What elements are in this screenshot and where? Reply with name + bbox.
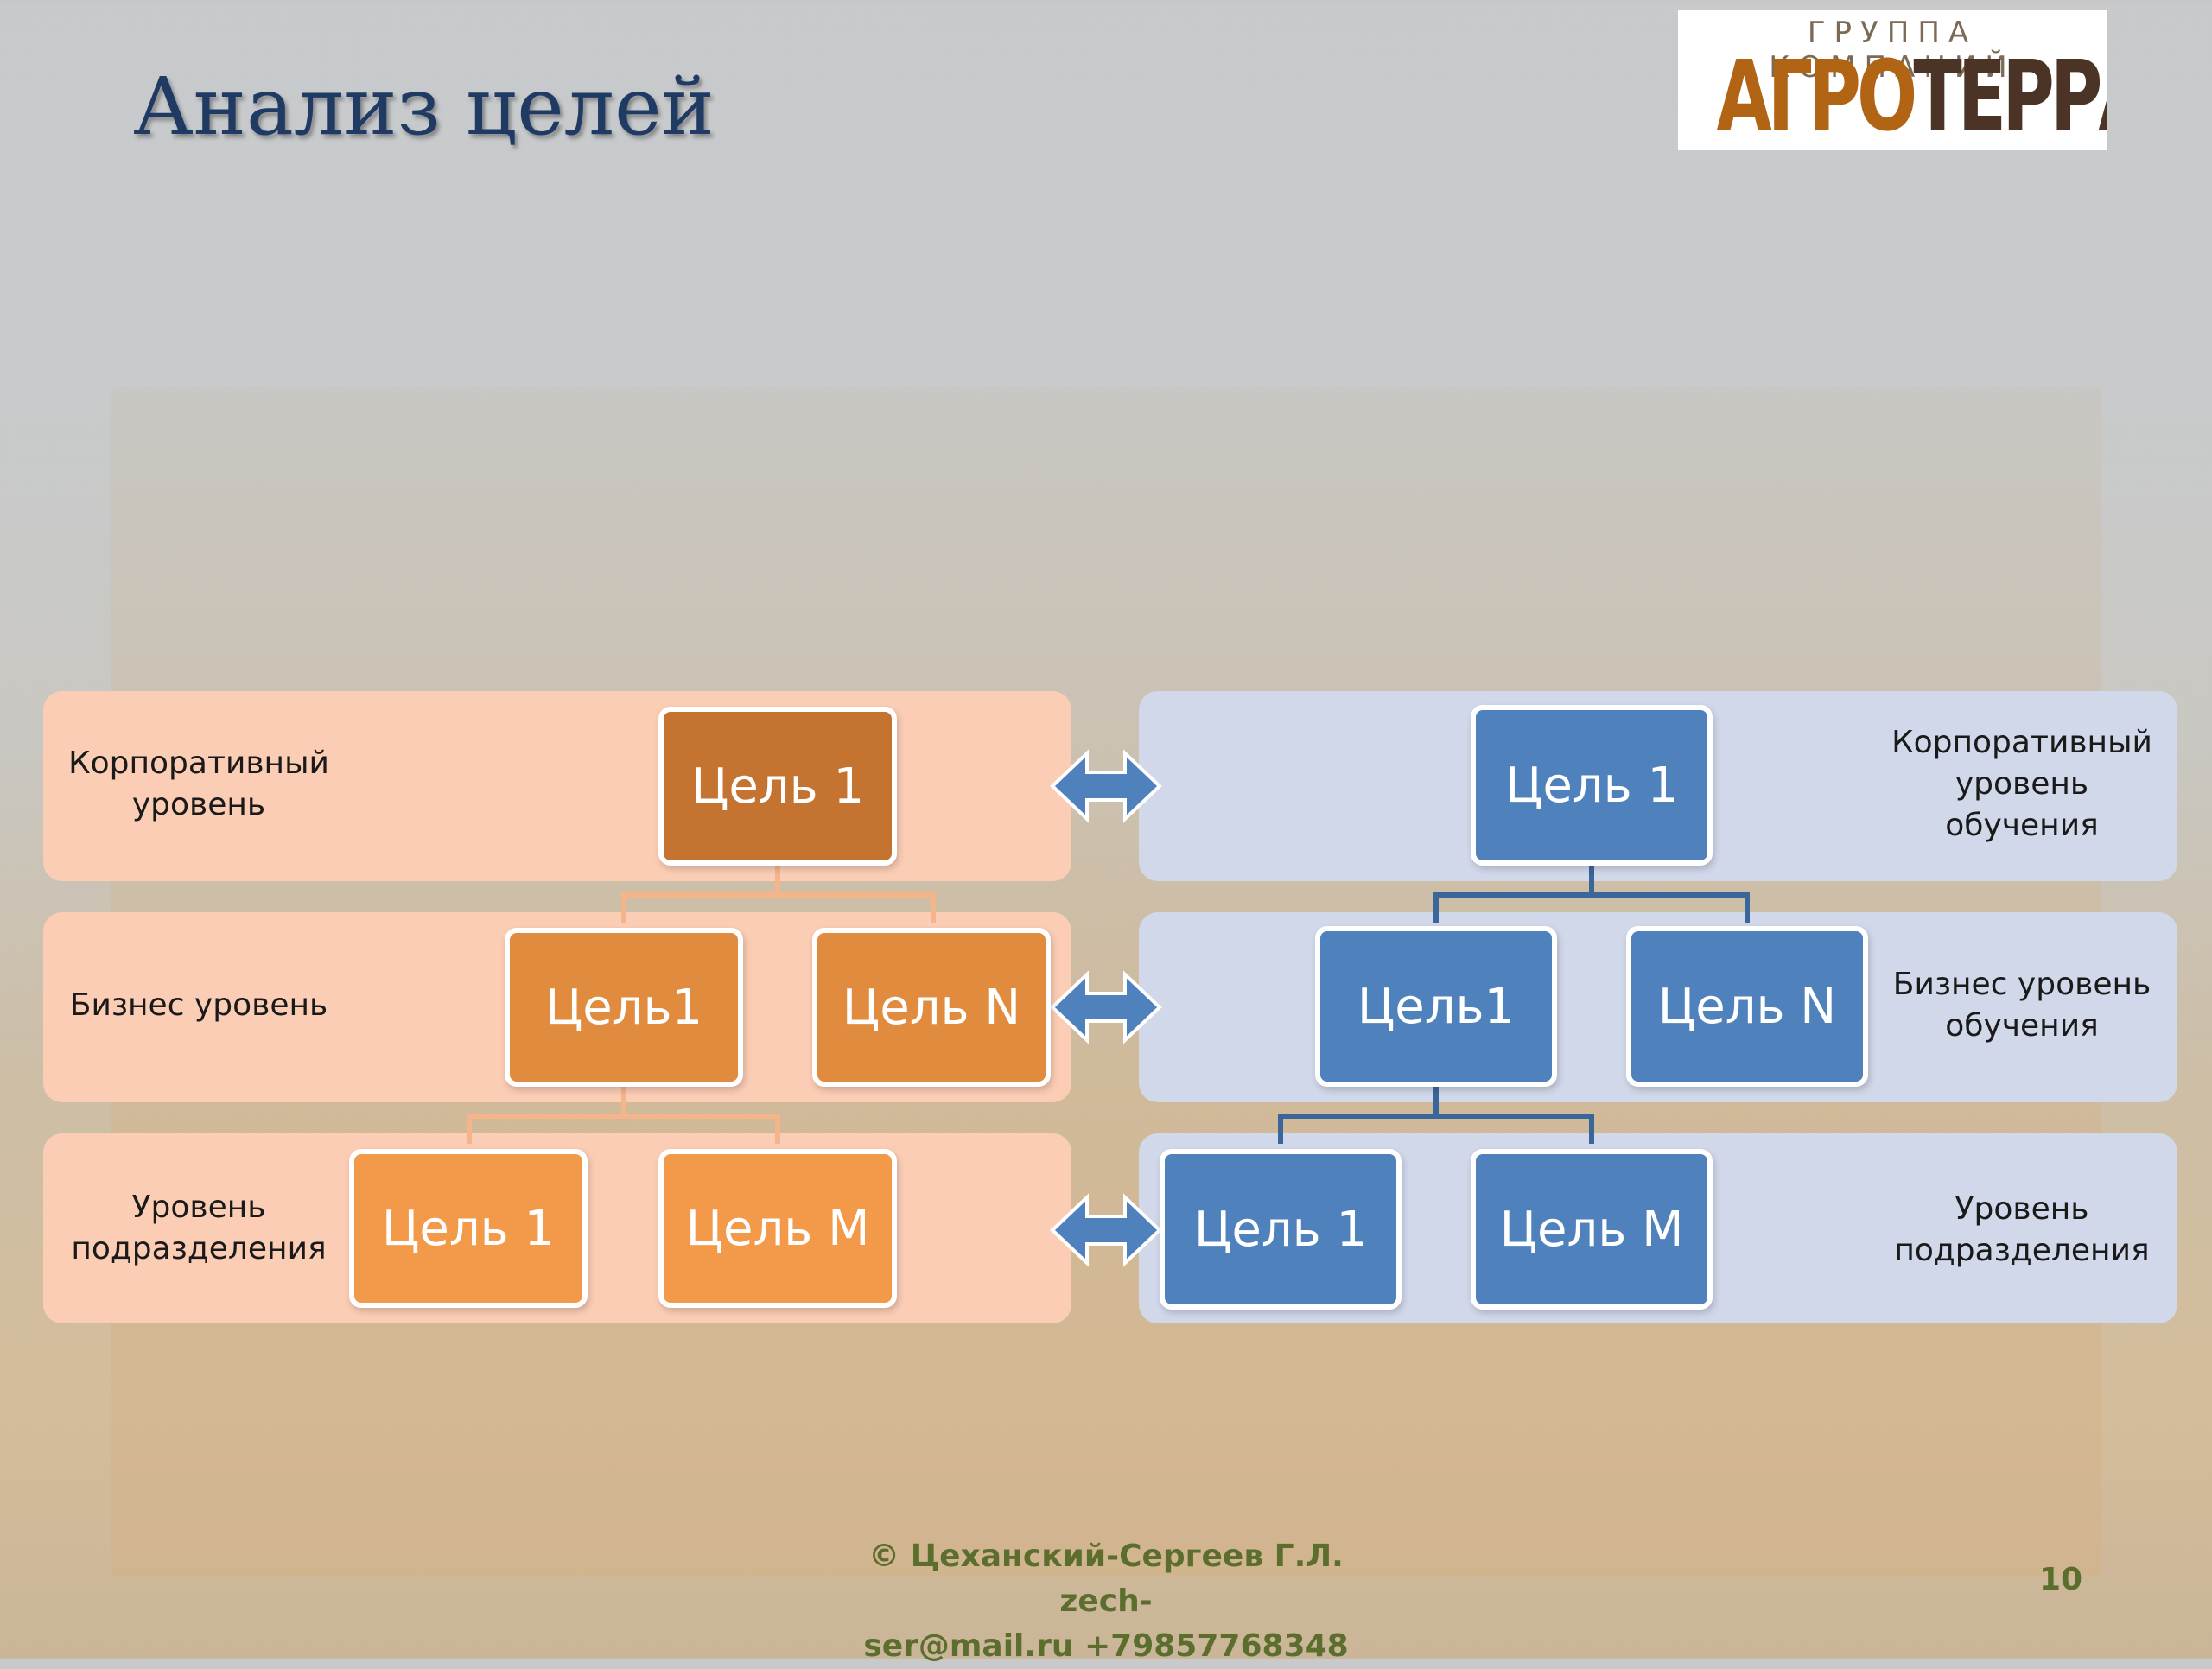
logo-main-part2: ТЕРРА bbox=[1913, 41, 2107, 150]
page-number: 10 bbox=[2039, 1562, 2083, 1597]
left-label-business: Бизнес уровень bbox=[52, 985, 346, 1026]
right-label-division-line1: Уровень bbox=[1955, 1191, 2089, 1227]
right-label-corporate-line2: уровень bbox=[1955, 766, 2089, 802]
footer-credit-line1: © Цеханский-Сергеев Г.Л. zech- bbox=[868, 1539, 1344, 1619]
footer-credit-line2: ser@mail.ru +79857768348 bbox=[863, 1628, 1349, 1664]
right-label-corporate-line3: обучения bbox=[1945, 808, 2099, 843]
left-label-business-line1: Бизнес уровень bbox=[69, 987, 328, 1023]
left-goal-corporate-1: Цель 1 bbox=[658, 707, 897, 866]
left-label-division-line2: подразделения bbox=[71, 1231, 327, 1266]
left-goal-business-n: Цель N bbox=[812, 928, 1051, 1087]
logo-main-text: АГРОТЕРРА bbox=[1717, 48, 2107, 145]
right-goal-corporate-1: Цель 1 bbox=[1471, 705, 1713, 866]
right-label-corporate-line1: Корпоративный bbox=[1891, 725, 2152, 760]
right-label-division: Уровень подразделения bbox=[1875, 1189, 2169, 1272]
right-goal-division-m: Цель M bbox=[1471, 1149, 1713, 1310]
left-label-corporate: Корпоративный уровень bbox=[52, 743, 346, 826]
left-goal-division-1: Цель 1 bbox=[349, 1149, 588, 1308]
left-label-corporate-line2: уровень bbox=[131, 787, 266, 822]
left-band-corporate bbox=[43, 691, 1071, 881]
footer-credit: © Цеханский-Сергеев Г.Л. zech- ser@mail.… bbox=[830, 1534, 1382, 1669]
left-goal-division-m: Цель M bbox=[658, 1149, 897, 1308]
logo-main-part1: АГРО bbox=[1716, 41, 1918, 150]
right-label-business-line2: обучения bbox=[1945, 1008, 2099, 1044]
right-label-business: Бизнес уровень обучения bbox=[1875, 964, 2169, 1047]
right-goal-business-1: Цель1 bbox=[1315, 926, 1557, 1087]
right-goal-business-n: Цель N bbox=[1626, 926, 1868, 1087]
slide-title: Анализ целей bbox=[133, 60, 715, 153]
left-label-division-line1: Уровень bbox=[131, 1190, 266, 1225]
right-label-business-line1: Бизнес уровень bbox=[1892, 967, 2152, 1002]
agroterra-logo: ГРУППА КОМПАНИЙ АГРОТЕРРА bbox=[1678, 10, 2107, 150]
left-label-division: Уровень подразделения bbox=[52, 1187, 346, 1270]
left-goal-business-1: Цель1 bbox=[505, 928, 743, 1087]
right-label-corporate: Корпоративный уровень обучения bbox=[1875, 722, 2169, 847]
logo-top-text: ГРУППА КОМПАНИЙ bbox=[1769, 16, 2016, 85]
right-goal-division-1: Цель 1 bbox=[1160, 1149, 1402, 1310]
left-label-corporate-line1: Корпоративный bbox=[68, 746, 329, 781]
right-label-division-line2: подразделения bbox=[1894, 1233, 2150, 1268]
